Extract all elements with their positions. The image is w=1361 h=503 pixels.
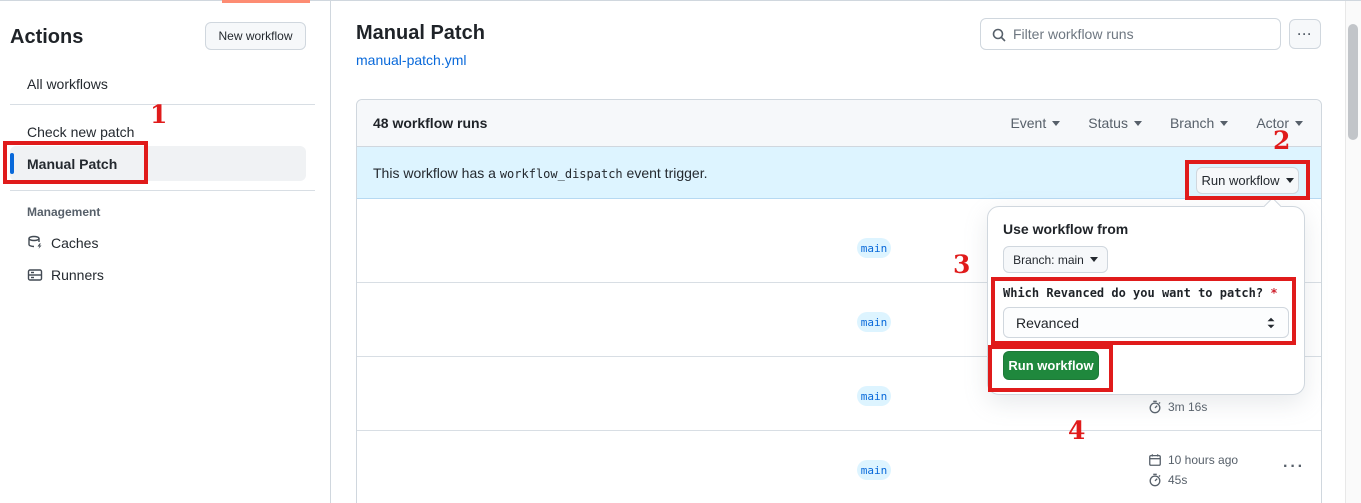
sidebar-item-manual-patch[interactable] <box>10 146 306 181</box>
run-workflow-submit-button[interactable]: Run workflow <box>1003 351 1099 380</box>
run-duration: 45s <box>1148 473 1187 487</box>
dispatch-input-label-text: Which Revanced do you want to patch? <box>1003 286 1264 300</box>
chevron-down-icon <box>1089 257 1098 262</box>
branch-badge[interactable]: main <box>857 386 891 406</box>
filter-actor-label: Actor <box>1256 115 1289 131</box>
sidebar-item-caches[interactable]: Caches <box>27 235 98 251</box>
branch-selector-button[interactable]: Branch: main <box>1003 246 1108 273</box>
chevron-down-icon <box>1220 120 1229 126</box>
run-workflow-dropdown-button[interactable]: Run workflow <box>1196 167 1299 194</box>
cache-icon <box>27 235 43 251</box>
runners-icon <box>27 267 43 283</box>
sidebar-divider-2 <box>10 190 315 191</box>
top-border <box>0 0 1361 1</box>
run-kebab-button[interactable]: ··· <box>1283 458 1305 475</box>
sidebar-item-all-workflows[interactable]: All workflows <box>27 76 108 92</box>
new-workflow-button[interactable]: New workflow <box>205 22 306 50</box>
page-title: Manual Patch <box>356 22 485 44</box>
stopwatch-icon <box>1149 400 1161 414</box>
sidebar-item-check-new-patch[interactable]: Check new patch <box>27 124 135 140</box>
run-workflow-dropdown-label: Run workflow <box>1201 173 1280 188</box>
branch-badge[interactable]: main <box>857 312 891 332</box>
sidebar-item-manual-patch-label: Manual Patch <box>27 156 118 172</box>
run-started-label: 10 hours ago <box>1168 453 1239 467</box>
select-updown-icon <box>1267 317 1275 328</box>
annotation-number-3: 3 <box>953 250 971 279</box>
panel-heading: Use workflow from <box>1003 221 1129 237</box>
annotation-number-1: 1 <box>150 100 168 129</box>
stopwatch-icon <box>1149 473 1161 487</box>
workflow-options-kebab-button[interactable]: ··· <box>1289 19 1321 49</box>
banner-code: workflow_dispatch <box>499 166 623 181</box>
branch-selector-label: Branch: main <box>1013 252 1084 267</box>
run-duration-label: 3m 16s <box>1168 400 1208 414</box>
calendar-icon <box>1149 454 1161 466</box>
workflow-runs-container <box>356 99 1322 503</box>
sidebar-item-runners[interactable]: Runners <box>27 267 104 283</box>
sidebar-title: Actions <box>10 26 84 48</box>
required-asterisk: * <box>1270 286 1278 300</box>
run-duration-label: 45s <box>1168 473 1188 487</box>
chevron-down-icon <box>1052 120 1061 126</box>
branch-badge[interactable]: main <box>857 238 891 258</box>
search-icon <box>992 28 1006 42</box>
sidebar-item-caches-label: Caches <box>51 235 99 251</box>
chevron-down-icon <box>1285 178 1294 183</box>
filter-status[interactable]: Status <box>1088 115 1142 131</box>
revanced-select[interactable]: Revanced <box>1003 307 1289 338</box>
filter-event[interactable]: Event <box>1010 115 1061 131</box>
search-input[interactable] <box>1013 20 1273 48</box>
run-started-time: 10 hours ago <box>1148 453 1238 467</box>
workflow-file-link[interactable]: manual-patch.yml <box>356 52 467 68</box>
management-heading: Management <box>27 205 101 219</box>
sidebar-item-runners-label: Runners <box>51 267 104 283</box>
annotation-number-2: 2 <box>1273 126 1291 155</box>
filter-event-label: Event <box>1010 115 1047 131</box>
filter-branch[interactable]: Branch <box>1169 115 1229 131</box>
branch-badge[interactable]: main <box>857 460 891 480</box>
runs-list-header: 48 workflow runs Event Status Branch Act… <box>357 100 1321 147</box>
dispatch-input-label: Which Revanced do you want to patch? * <box>1003 286 1278 300</box>
banner-text-before: This workflow has a <box>373 164 496 181</box>
selected-indicator-bar <box>10 153 14 174</box>
banner-text: This workflow has a workflow_dispatch ev… <box>373 165 707 181</box>
annotation-number-4: 4 <box>1068 416 1086 445</box>
banner-text-after: event trigger. <box>626 164 708 181</box>
run-count-label: 48 workflow runs <box>373 115 488 131</box>
workflow-dispatch-banner: This workflow has a workflow_dispatch ev… <box>357 147 1321 199</box>
sidebar-right-border <box>330 1 331 503</box>
filter-runs-searchbox[interactable] <box>980 18 1281 50</box>
filter-status-label: Status <box>1088 115 1128 131</box>
run-filters: Event Status Branch Actor <box>1010 115 1303 131</box>
filter-branch-label: Branch <box>1169 115 1215 131</box>
scrollbar-thumb[interactable] <box>1348 24 1358 140</box>
chevron-down-icon <box>1133 120 1142 126</box>
filter-actor[interactable]: Actor <box>1256 115 1303 131</box>
run-duration: 3m 16s <box>1148 400 1207 414</box>
revanced-select-value: Revanced <box>1016 314 1080 331</box>
actions-tab-underline <box>222 0 310 3</box>
chevron-down-icon <box>1295 120 1303 126</box>
sidebar-divider <box>10 104 315 105</box>
workflow-run-row-4[interactable]: main 10 hours ago 45s ··· <box>357 431 1321 503</box>
